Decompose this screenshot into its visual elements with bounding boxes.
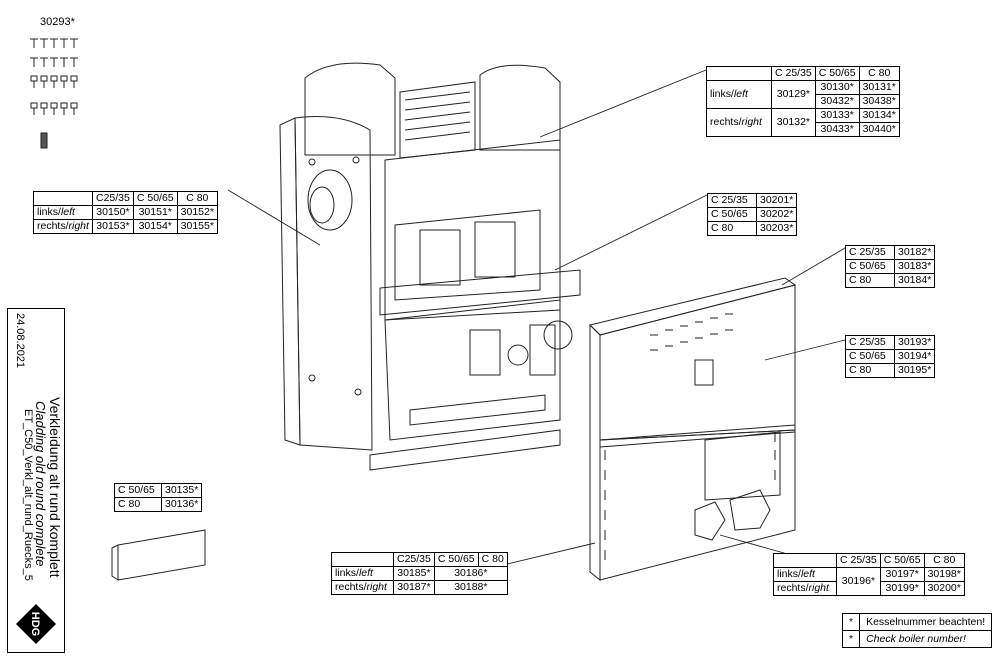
header-cell: C 50/65 [879, 553, 925, 568]
row-label: rechts/right [331, 580, 394, 595]
part-number: 30195* [893, 363, 936, 378]
part-number: 30193* [893, 335, 936, 350]
part-number: 30194* [893, 349, 936, 364]
legend-table: * Kesselnummer beachten! * Check boiler … [841, 613, 993, 648]
screw-set-icon [30, 38, 78, 149]
part-number: 30187* [393, 580, 435, 595]
side-panel [279, 116, 373, 451]
part-number: 30151* [132, 205, 178, 220]
parts-table-side-panel: C25/35 C 50/65 C 80 links/left 30150* 30… [33, 191, 218, 234]
row-label: rechts/right [773, 581, 837, 596]
part-number: 30188* [433, 580, 508, 595]
part-number: 30199* [879, 581, 925, 596]
header-cell: C 25/35 [836, 553, 881, 568]
header-cell [33, 191, 93, 206]
legend-text-de: Kesselnummer beachten! [859, 613, 993, 631]
part-number: 30200* [923, 581, 965, 596]
legend-symbol: * [841, 630, 861, 648]
parts-table-bottom-right: C 25/35 C 50/65 C 80 links/left 30196* 3… [773, 553, 965, 596]
part-number: 30433* [814, 122, 860, 137]
header-cell [706, 66, 772, 81]
title-german: Verkleidung alt rund komplett [47, 397, 63, 578]
part-number: 30153* [92, 219, 134, 234]
header-cell: C 80 [923, 553, 965, 568]
parts-table-cover-front: C 25/35 30193* C 50/65 30194* C 80 30195… [845, 335, 936, 378]
part-number: 30201* [755, 193, 798, 208]
hardware-part-number: 30293* [40, 16, 75, 28]
part-number: 30131* [858, 80, 900, 95]
part-number: 30202* [755, 207, 798, 222]
part-number: 30183* [893, 259, 936, 274]
part-number: 30155* [176, 219, 218, 234]
parts-table-shelf: C 25/35 30201* C 50/65 30202* C 80 30203… [707, 193, 798, 236]
part-number: 30184* [893, 273, 936, 288]
row-label: links/left [773, 567, 837, 582]
parts-table-cover-top: C 25/35 30182* C 50/65 30183* C 80 30184… [845, 245, 936, 288]
header-cell: C 50/65 [433, 552, 479, 567]
header-cell [331, 552, 394, 567]
hdg-logo-icon: HDG [16, 604, 56, 644]
model-cell: C 25/35 [845, 335, 895, 350]
row-label: rechts/right [706, 108, 772, 137]
model-cell: C 25/35 [845, 245, 895, 260]
part-number: 30185* [393, 566, 435, 581]
header-cell: C 80 [176, 191, 218, 206]
parts-table-bottom-side: C25/35 C 50/65 C 80 links/left 30185* 30… [331, 552, 508, 595]
boiler-rear-housing [304, 62, 581, 471]
part-number: 30152* [176, 205, 218, 220]
front-cover [589, 277, 797, 582]
row-label: links/left [706, 80, 772, 109]
part-number: 30133* [814, 108, 860, 123]
part-number: 30197* [879, 567, 925, 582]
model-cell: C 80 [845, 363, 895, 378]
part-number: 30154* [132, 219, 178, 234]
part-number: 30186* [433, 566, 508, 581]
drawing-number: ET_C50_Verkl_alt_rund_Ruecks_5 [22, 409, 34, 581]
part-number: 30129* [771, 80, 816, 109]
part-number: 30150* [92, 205, 134, 220]
model-cell: C 80 [845, 273, 895, 288]
leader-lines [227, 69, 846, 567]
small-cover-panel [111, 529, 206, 581]
header-cell: C25/35 [393, 552, 435, 567]
part-number: 30182* [893, 245, 936, 260]
model-cell: C 80 [114, 497, 162, 512]
row-label: links/left [331, 566, 394, 581]
title-english: Cladding old round complete [33, 401, 48, 567]
model-cell: C 25/35 [707, 193, 757, 208]
part-number: 30438* [858, 94, 900, 109]
model-cell: C 80 [707, 221, 757, 236]
legend-symbol: * [841, 613, 861, 631]
parts-table-rear-top: C 25/35 C 50/65 C 80 links/left 30129* 3… [706, 66, 900, 137]
part-number: 30135* [160, 483, 203, 498]
header-cell: C 50/65 [132, 191, 178, 206]
header-cell: C 80 [858, 66, 900, 81]
drawing-date: 24.08.2021 [14, 313, 26, 369]
part-number: 30203* [755, 221, 798, 236]
part-number: 30134* [858, 108, 900, 123]
model-cell: C 50/65 [845, 349, 895, 364]
row-label: rechts/right [33, 219, 93, 234]
part-number: 30132* [771, 108, 816, 137]
header-cell: C 80 [477, 552, 508, 567]
header-cell [773, 553, 837, 568]
part-number: 30440* [858, 122, 900, 137]
part-number: 30432* [814, 94, 860, 109]
part-number: 30198* [923, 567, 965, 582]
part-number: 30196* [836, 567, 881, 596]
parts-table-small-panel: C 50/65 30135* C 80 30136* [114, 483, 203, 512]
logo-text: HDG [29, 612, 41, 636]
row-label: links/left [33, 205, 93, 220]
legend-text-en: Check boiler number! [859, 630, 993, 648]
part-number: 30136* [160, 497, 203, 512]
header-cell: C 50/65 [814, 66, 860, 81]
header-cell: C 25/35 [771, 66, 816, 81]
title-block: 24.08.2021 Verkleidung alt rund komplett… [7, 308, 65, 653]
header-cell: C25/35 [92, 191, 134, 206]
model-cell: C 50/65 [707, 207, 757, 222]
model-cell: C 50/65 [845, 259, 895, 274]
model-cell: C 50/65 [114, 483, 162, 498]
part-number: 30130* [814, 80, 860, 95]
